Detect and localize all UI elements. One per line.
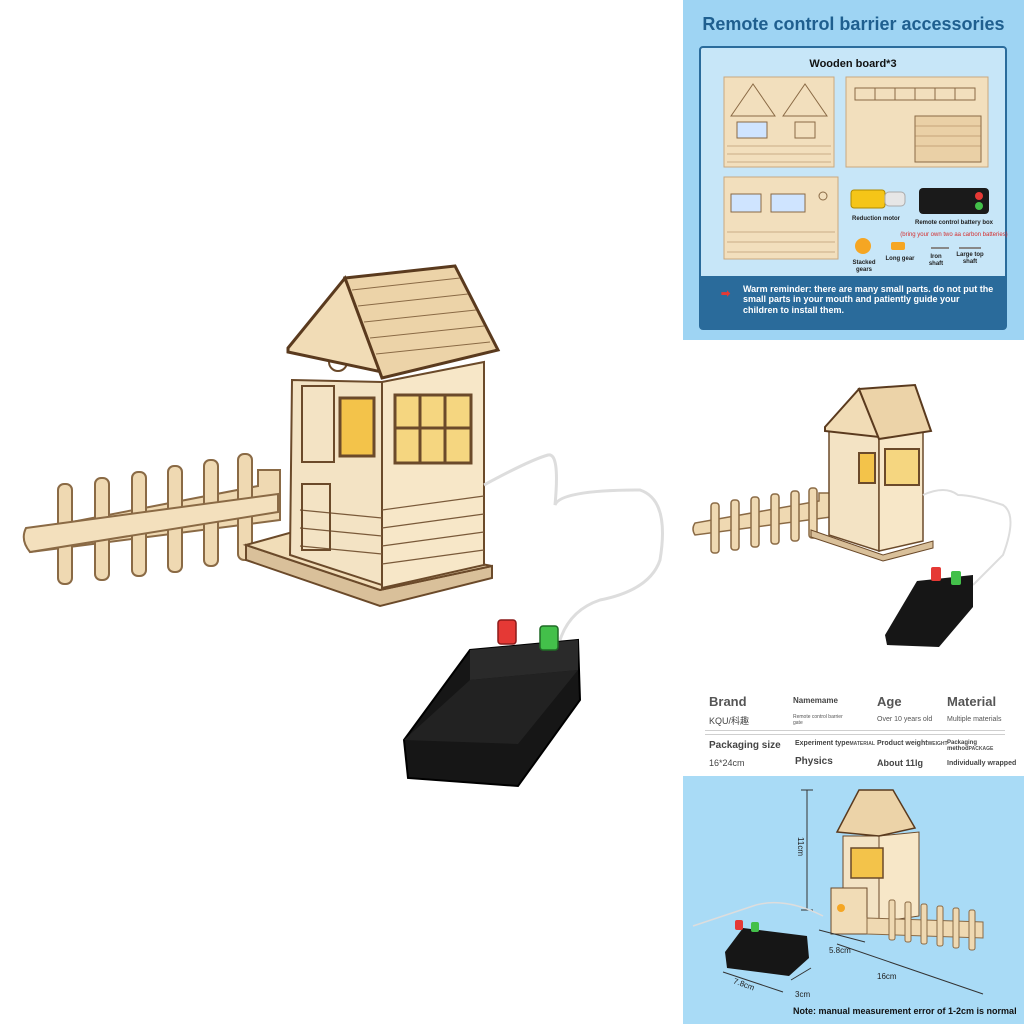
stacked-gears-label: Stacked gears <box>852 260 876 273</box>
remote-control <box>402 619 582 788</box>
warm-reminder-bar: ➡ Warm reminder: there are many small pa… <box>701 276 1005 328</box>
dimension-diagram <box>692 789 984 995</box>
experiment-type-label: Experiment typeMATERIAL <box>795 740 875 747</box>
accessories-box: Wooden board*3 <box>699 46 1008 330</box>
battery-box-icon <box>919 188 989 214</box>
fence-arm <box>22 453 281 585</box>
experiment-type-sub: MATERIAL <box>849 741 875 747</box>
product-weight-label: Product weightWEIGHT <box>877 740 948 747</box>
iron-shaft-label: Iron shaft <box>928 254 944 267</box>
product-weight-sub: WEIGHT <box>927 741 948 747</box>
product-weight-label-text: Product weight <box>877 740 928 747</box>
main-product-photo <box>22 264 664 788</box>
length-dimension: 16cm <box>877 972 897 981</box>
brand-value: KQU/科趣 <box>709 716 750 726</box>
packaging-method-sub: PACKAGE <box>968 746 994 752</box>
remote-width-dimension: 3cm <box>795 990 811 999</box>
age-value: Over 10 years old <box>877 716 933 723</box>
measurement-note: Note: manual measurement error of 1-2cm … <box>793 1006 1017 1016</box>
material-value: Multiple materials <box>947 716 1002 723</box>
arrow-right-icon: ➡ <box>721 288 731 300</box>
specifications-panel: Brand KQU/科趣 Namemame Remote control bar… <box>683 684 1024 1024</box>
barrier-gate-illustration <box>22 264 664 788</box>
spec-divider-1 <box>705 730 1005 731</box>
accessories-title: Remote control barrier accessories <box>702 14 1005 34</box>
age-label: Age <box>877 694 902 709</box>
brand-label: Brand <box>709 694 747 709</box>
height-dimension: 11cm <box>795 837 805 856</box>
name-value: Remote control barrier gate <box>793 714 843 726</box>
product-weight-value: About 11lg <box>877 758 924 768</box>
reduction-motor-icon <box>850 189 906 209</box>
packaging-method-label: Packaging methodPACKAGE <box>947 740 1024 752</box>
name-label: Namemame <box>793 696 838 705</box>
battery-note-label: (bring your own two aa carbon batteries) <box>900 232 1008 238</box>
wooden-board-1 <box>723 76 835 168</box>
packaging-size-label: Packaging size <box>709 740 781 751</box>
accessories-panel: Remote control barrier accessories Woode… <box>683 0 1024 340</box>
depth-dimension: 5.8cm <box>829 946 851 955</box>
battery-box-label: Remote control battery box <box>914 220 993 226</box>
barrier-gate-small-illustration <box>692 383 1012 647</box>
experiment-type-label-text: Experiment type <box>795 740 850 747</box>
wooden-board-3 <box>723 176 839 260</box>
material-label: Material <box>947 694 997 709</box>
large-top-shaft-label: Large top shaft <box>956 252 984 265</box>
reduction-motor-label: Reduction motor <box>852 216 900 222</box>
secondary-product-photo <box>683 345 1024 680</box>
spec-table: Brand KQU/科趣 Namemame Remote control bar… <box>683 684 1024 776</box>
small-parts-icons <box>855 238 981 254</box>
long-gear-label: Long gear <box>885 256 915 262</box>
experiment-type-value: Physics <box>795 756 833 767</box>
packaging-method-value: Individually wrapped <box>947 760 1017 767</box>
wooden-board-label: Wooden board*3 <box>809 58 897 70</box>
packaging-size-value: 16*24cm <box>709 758 745 768</box>
packaging-method-label-text: Packaging method <box>947 740 978 752</box>
spec-divider-2 <box>705 734 1005 735</box>
warm-reminder-text: Warm reminder: there are many small part… <box>743 284 994 315</box>
wooden-board-2 <box>845 76 989 168</box>
